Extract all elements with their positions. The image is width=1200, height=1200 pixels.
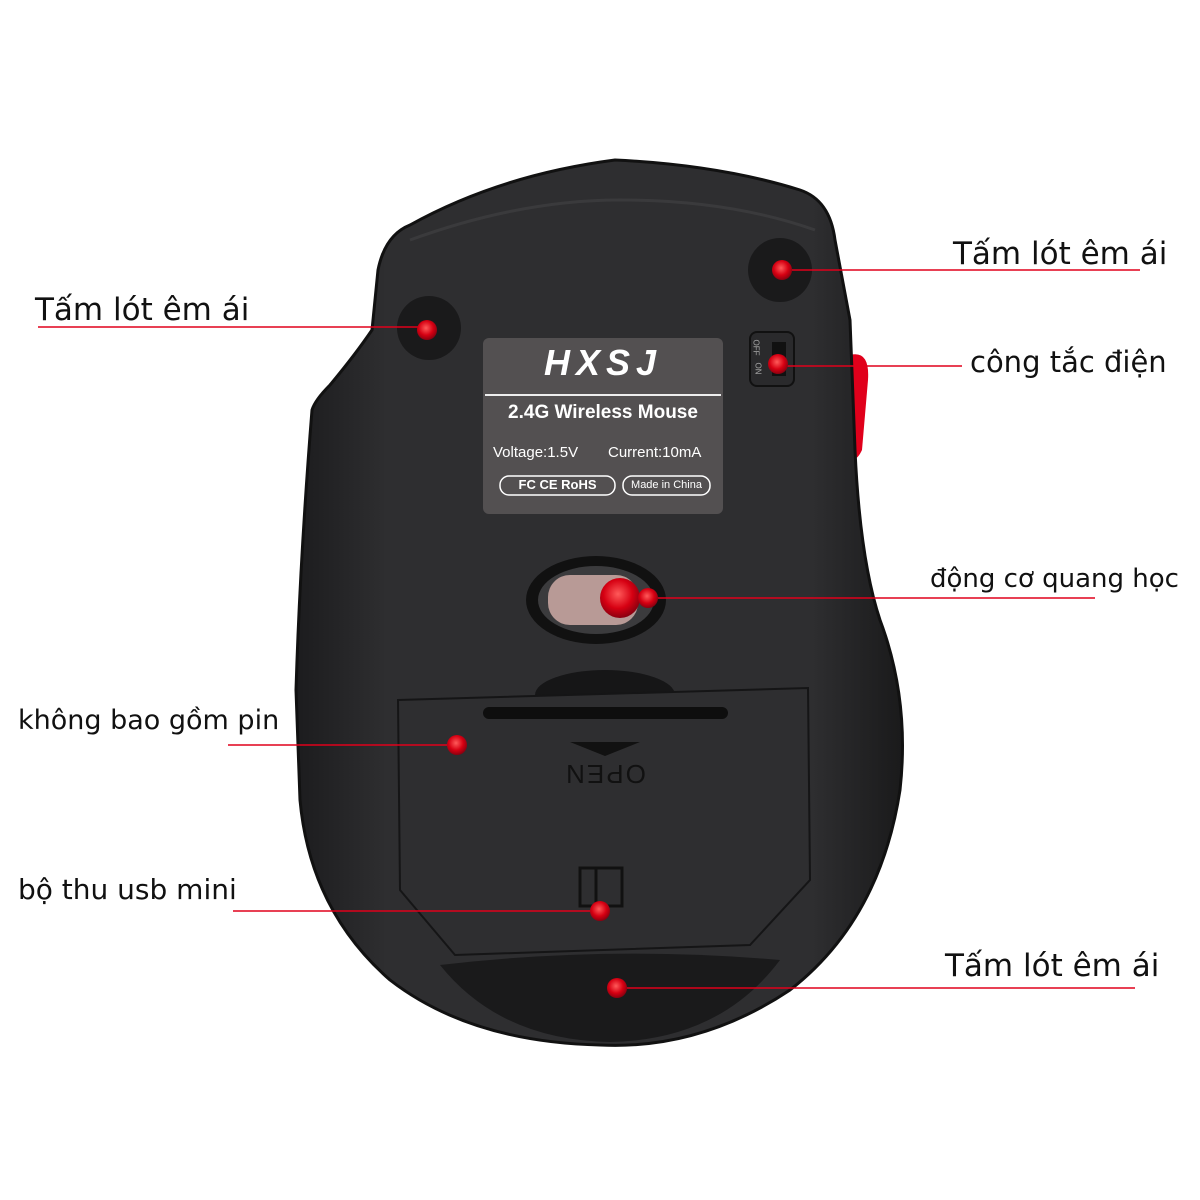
callout-pad-top-left: Tấm lót êm ái: [35, 292, 250, 328]
callout-dot: [590, 901, 610, 921]
callout-dot: [447, 735, 467, 755]
brand-logo: HXSJ: [543, 342, 663, 383]
callout-dot: [768, 354, 788, 374]
product-label-plate: [483, 338, 723, 514]
callout-pad-top-right: Tấm lót êm ái: [953, 236, 1168, 272]
switch-on-label: ON: [753, 362, 763, 375]
origin-text: Made in China: [631, 479, 702, 491]
foot-pad-bottom: [440, 953, 780, 1042]
callout-pad-bottom: Tấm lót êm ái: [945, 948, 1160, 984]
callout-battery: không bao gồm pin: [18, 705, 280, 736]
model-name: 2.4G Wireless Mouse: [508, 402, 698, 423]
usb-receiver-icon: [578, 866, 624, 908]
callout-dot: [772, 260, 792, 280]
current-text: Current:10mA: [608, 444, 702, 461]
open-text: OPEN: [564, 759, 646, 789]
callout-dot: [417, 320, 437, 340]
callout-dot: [638, 588, 658, 608]
callout-optical-sensor: động cơ quang học: [930, 564, 1179, 594]
callout-power-switch: công tắc điện: [970, 345, 1167, 379]
certifications: FC CE RoHS: [518, 477, 597, 492]
voltage-text: Voltage:1.5V: [493, 444, 579, 461]
callout-dot: [607, 978, 627, 998]
battery-cover: [396, 686, 812, 957]
callout-usb-receiver: bộ thu usb mini: [18, 873, 237, 906]
switch-off-label: OFF: [751, 339, 761, 356]
